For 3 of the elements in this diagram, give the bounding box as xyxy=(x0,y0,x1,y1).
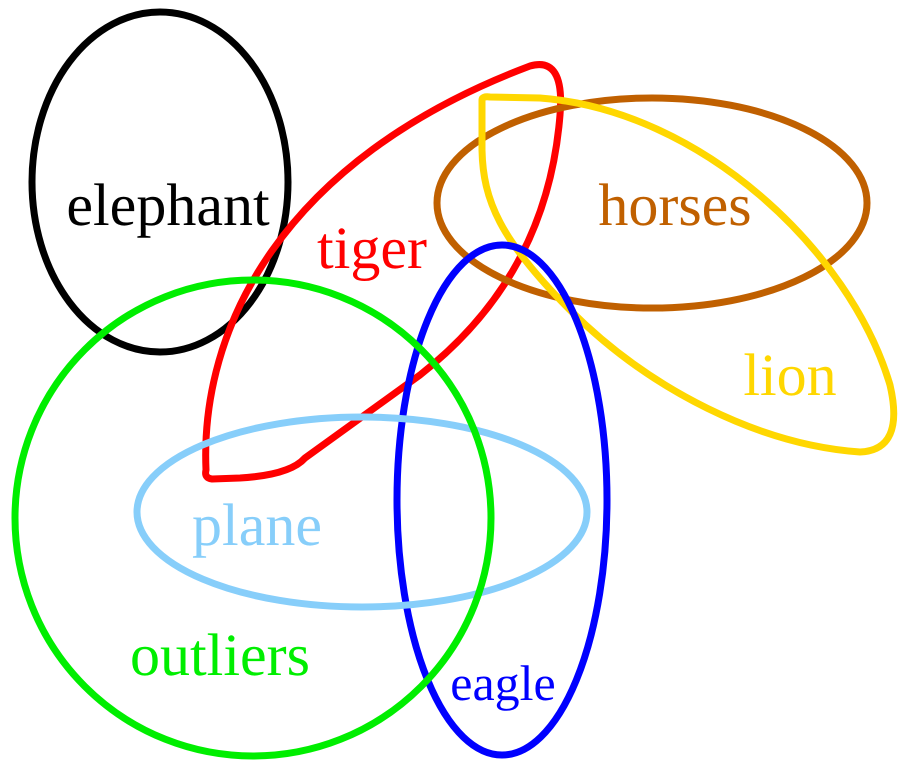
set-label: horses xyxy=(598,175,752,235)
set-label: outliers xyxy=(130,625,310,685)
set-label: lion xyxy=(743,345,837,405)
